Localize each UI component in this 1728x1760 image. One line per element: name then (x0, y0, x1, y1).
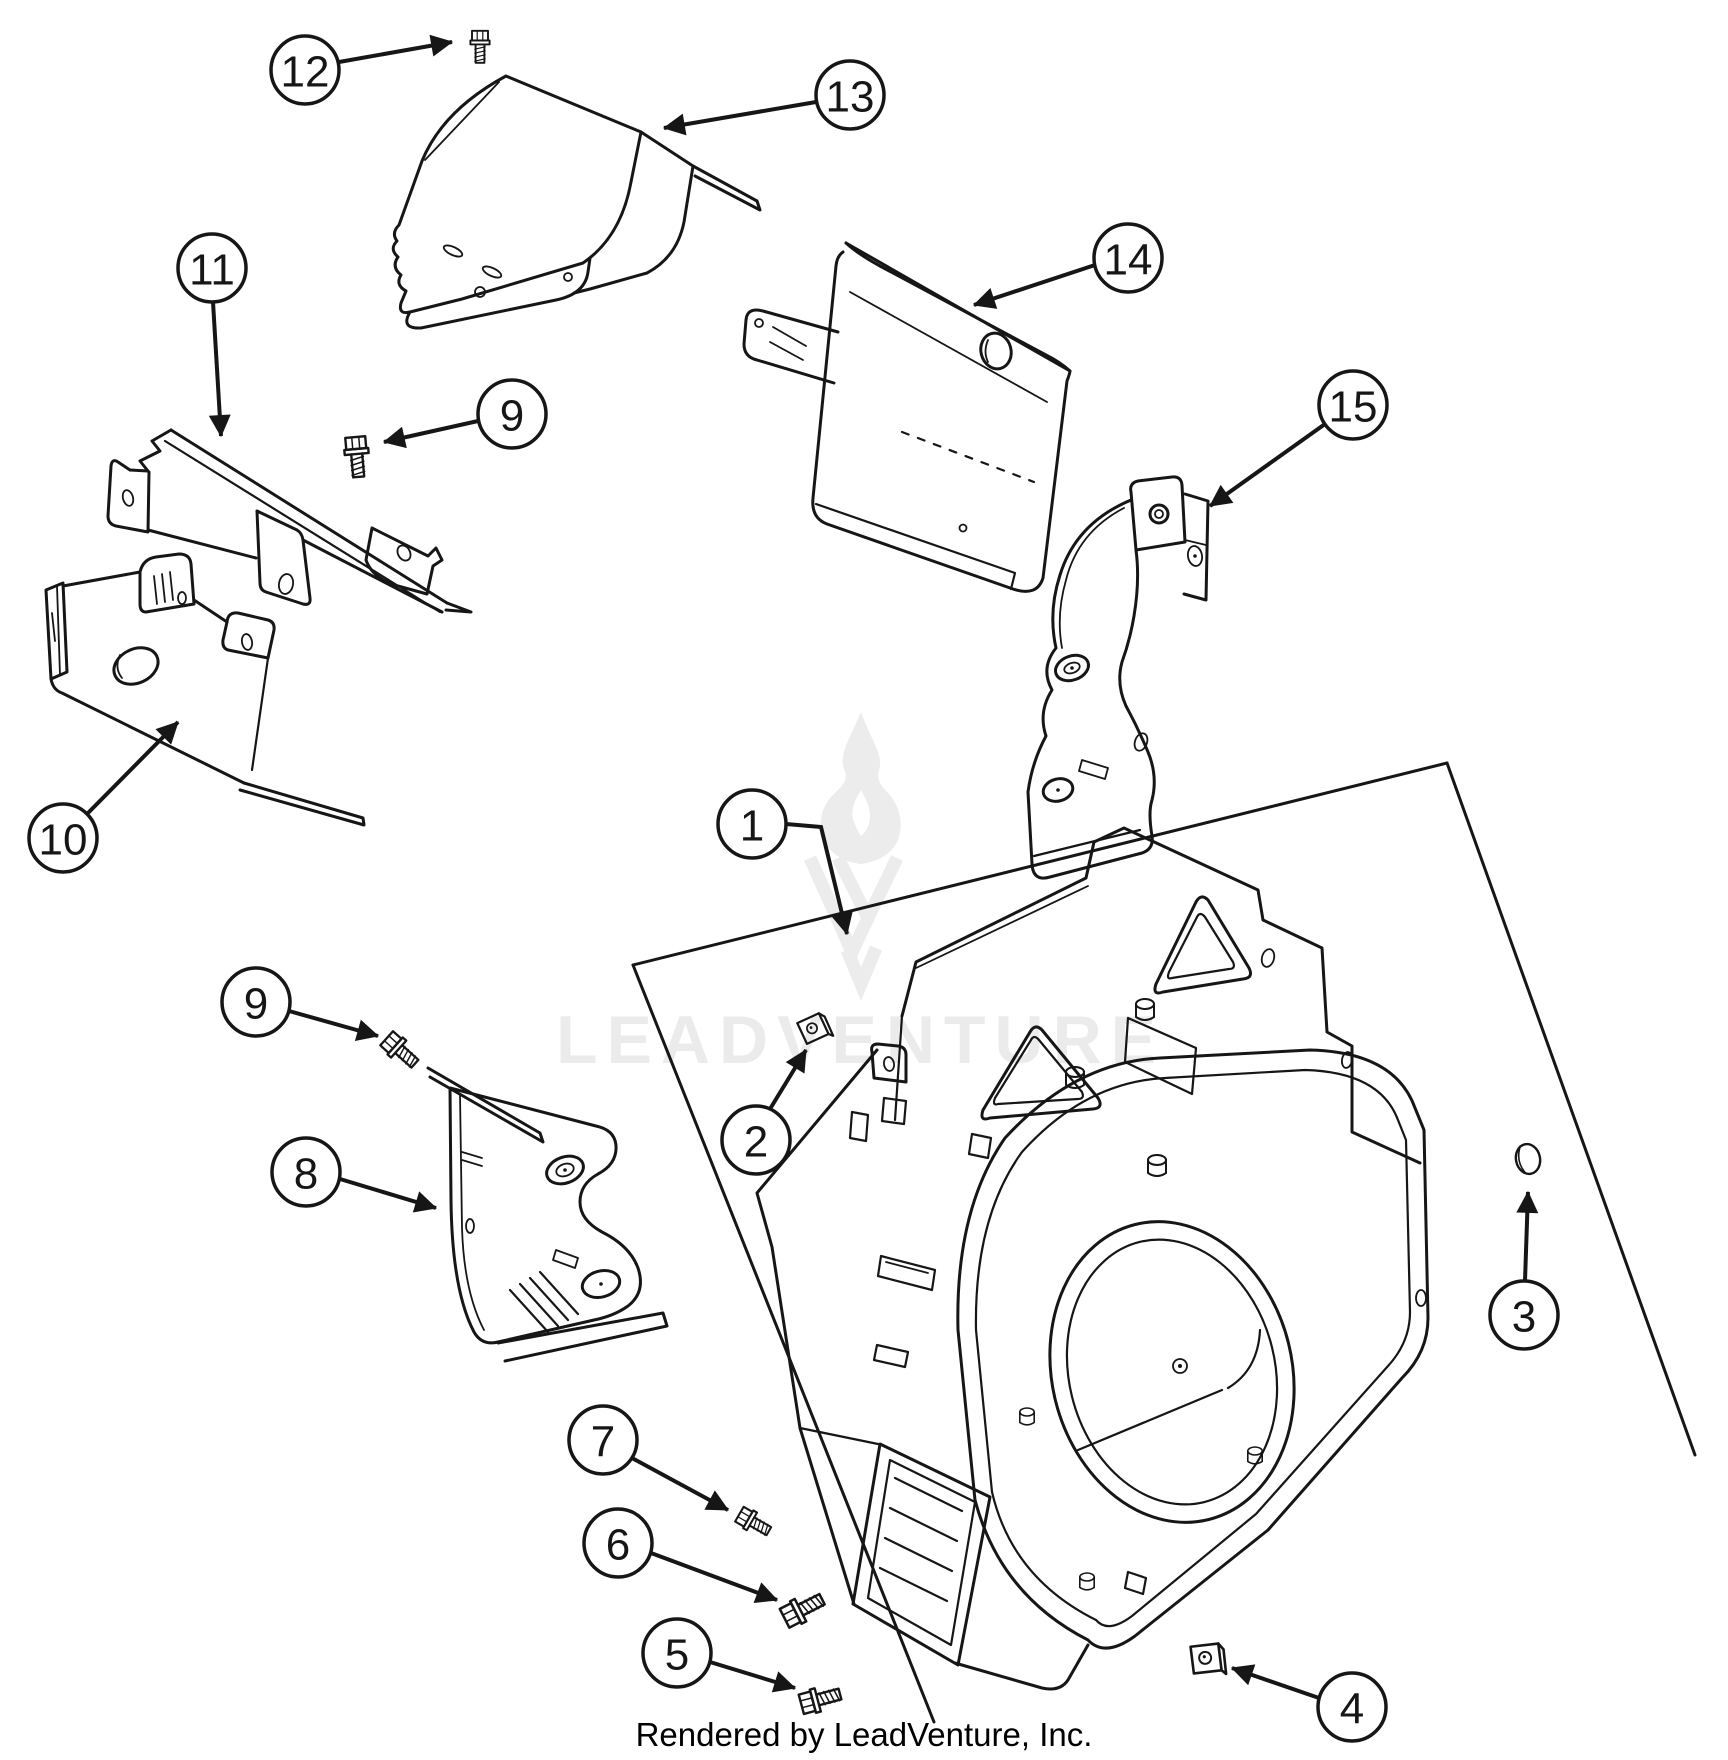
part-11-drawing (106, 428, 473, 614)
hex-bolt-icon (377, 1028, 424, 1074)
callout-number: 9 (500, 392, 524, 441)
callout-6[interactable]: 6 (582, 1507, 779, 1604)
callout-9[interactable]: 9 (382, 378, 548, 450)
callout-1[interactable]: 1 (716, 788, 853, 936)
callout-13[interactable]: 13 (662, 59, 886, 136)
clip-nut-icon (1185, 1638, 1232, 1680)
callout-8[interactable]: 8 (270, 1136, 438, 1213)
callout-14[interactable]: 14 (972, 222, 1164, 309)
callout-5[interactable]: 5 (641, 1617, 797, 1693)
callout-number: 2 (744, 1118, 768, 1167)
callout-number: 8 (294, 1150, 318, 1199)
callout-15[interactable]: 15 (1208, 369, 1389, 508)
hex-bolt-icon (342, 434, 372, 480)
callout-number: 12 (281, 48, 330, 97)
callout-number: 13 (826, 73, 875, 122)
clip-nut-icon (795, 1010, 835, 1047)
callout-number: 3 (1512, 1293, 1536, 1342)
callout-number: 7 (591, 1418, 615, 1467)
callout-number: 15 (1329, 383, 1378, 432)
callout-number: 9 (244, 980, 268, 1029)
part-8-drawing (426, 1066, 669, 1363)
callout-10[interactable]: 10 (27, 720, 180, 874)
part-15-drawing (1026, 475, 1210, 880)
part-10-drawing (44, 552, 366, 827)
callout-number: 10 (39, 816, 88, 865)
callout-number: 4 (1340, 1685, 1364, 1734)
callout-12[interactable]: 12 (269, 34, 454, 106)
fastener-layer (342, 29, 1545, 1718)
callout-number: 6 (606, 1521, 630, 1570)
watermark-text: LEADVENTURE (556, 1002, 1166, 1078)
callout-number: 5 (665, 1631, 689, 1680)
footer-credit: Rendered by LeadVenture, Inc. (635, 1716, 1093, 1753)
callout-7[interactable]: 7 (567, 1404, 729, 1512)
part-14-drawing (742, 241, 1072, 593)
part-13-drawing (391, 74, 762, 330)
callout-number: 1 (740, 802, 764, 851)
hex-bolt-icon (797, 1681, 845, 1718)
hex-bolt-icon (469, 29, 491, 64)
callout-2[interactable]: 2 (720, 1048, 808, 1176)
callout-number: 11 (189, 246, 235, 295)
exploded-view-boundary (631, 761, 1697, 1724)
callout-3[interactable]: 3 (1488, 1190, 1560, 1351)
callout-number: 14 (1104, 236, 1153, 285)
hex-bolt-icon (777, 1586, 829, 1631)
callout-9[interactable]: 9 (220, 966, 380, 1041)
hex-bolt-icon (733, 1504, 775, 1542)
callout-4[interactable]: 4 (1230, 1664, 1388, 1743)
callout-11[interactable]: 11 (176, 232, 248, 438)
plug-icon (1511, 1140, 1545, 1178)
leadventure-logo-watermark (804, 712, 903, 1001)
part-1-blower-housing-drawing (755, 826, 1430, 1691)
